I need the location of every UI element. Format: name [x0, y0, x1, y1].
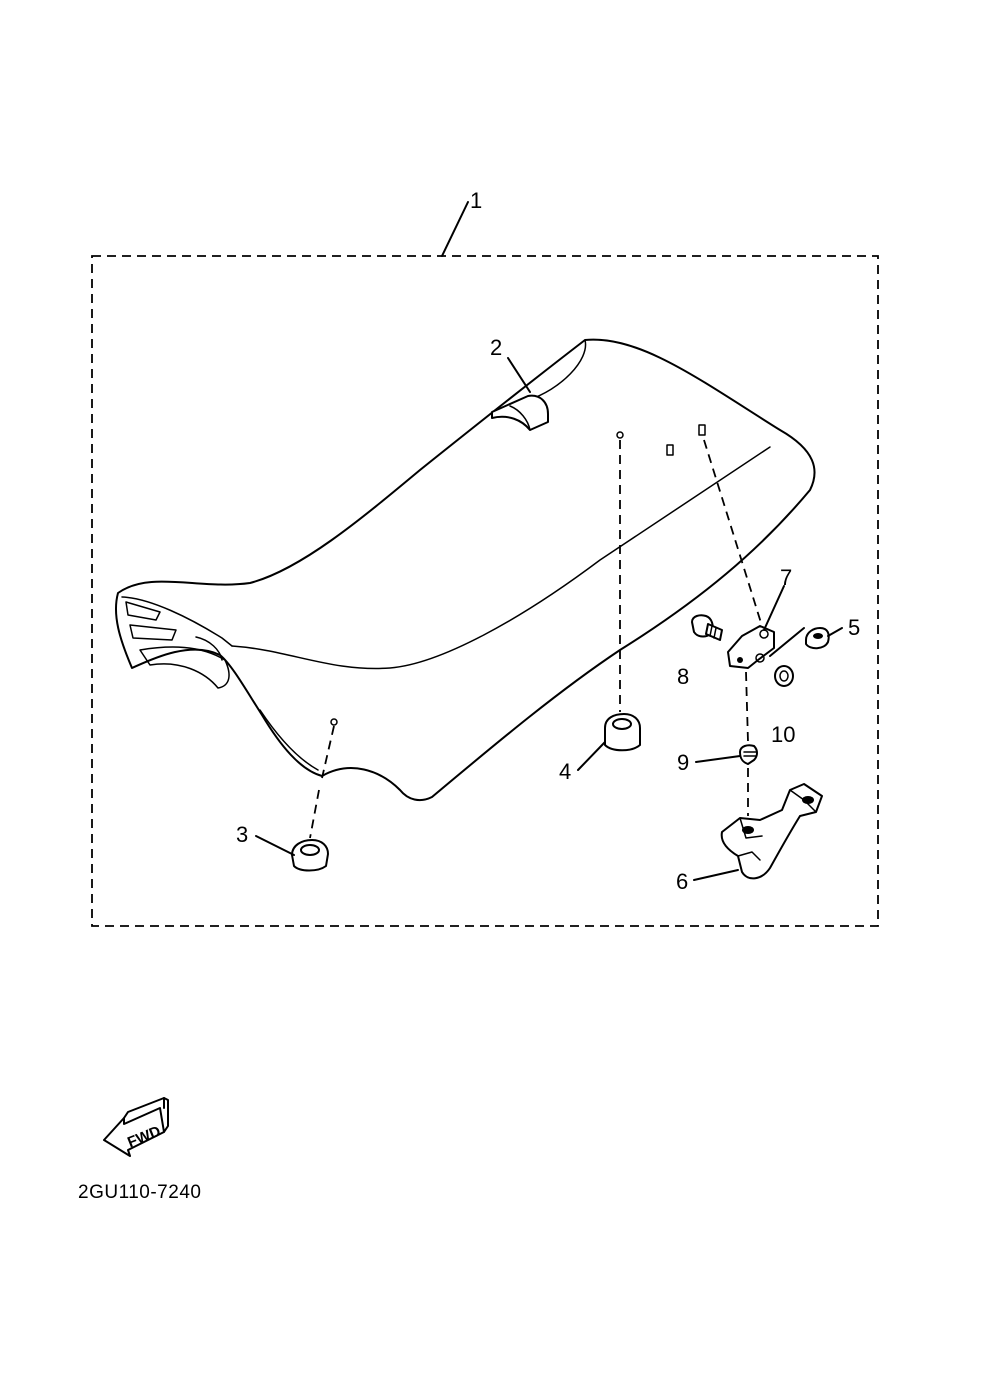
callout-1: 1	[470, 188, 482, 213]
part-3-rubber-damper	[291, 839, 329, 872]
callout-7: 7	[780, 565, 792, 590]
fwd-label: FWD	[125, 1123, 163, 1152]
assembly-lines	[309, 439, 763, 839]
part-5-grommet	[805, 627, 830, 650]
callout-8: 8	[677, 664, 689, 689]
part-9-screw	[739, 744, 758, 765]
leader-lines	[255, 201, 843, 881]
callout-3: 3	[236, 822, 248, 847]
callout-10: 10	[771, 722, 795, 747]
callout-4: 4	[559, 759, 571, 784]
callout-2: 2	[490, 335, 502, 360]
assembly-boundary-box	[91, 255, 879, 927]
part-10-nut	[774, 665, 794, 687]
part-8-bolt	[691, 614, 723, 641]
fwd-direction-arrow: FWD	[103, 1097, 169, 1157]
callout-9: 9	[677, 750, 689, 775]
part-6-seat-lock-lever	[720, 783, 823, 880]
part-2-front-bracket	[491, 394, 549, 431]
part-4-rubber-damper	[604, 713, 641, 752]
callout-5: 5	[848, 615, 860, 640]
callout-6: 6	[676, 869, 688, 894]
seat-body	[114, 338, 816, 802]
part-7-bracket	[727, 625, 775, 669]
diagram-code: 2GU110-7240	[78, 1182, 201, 1203]
